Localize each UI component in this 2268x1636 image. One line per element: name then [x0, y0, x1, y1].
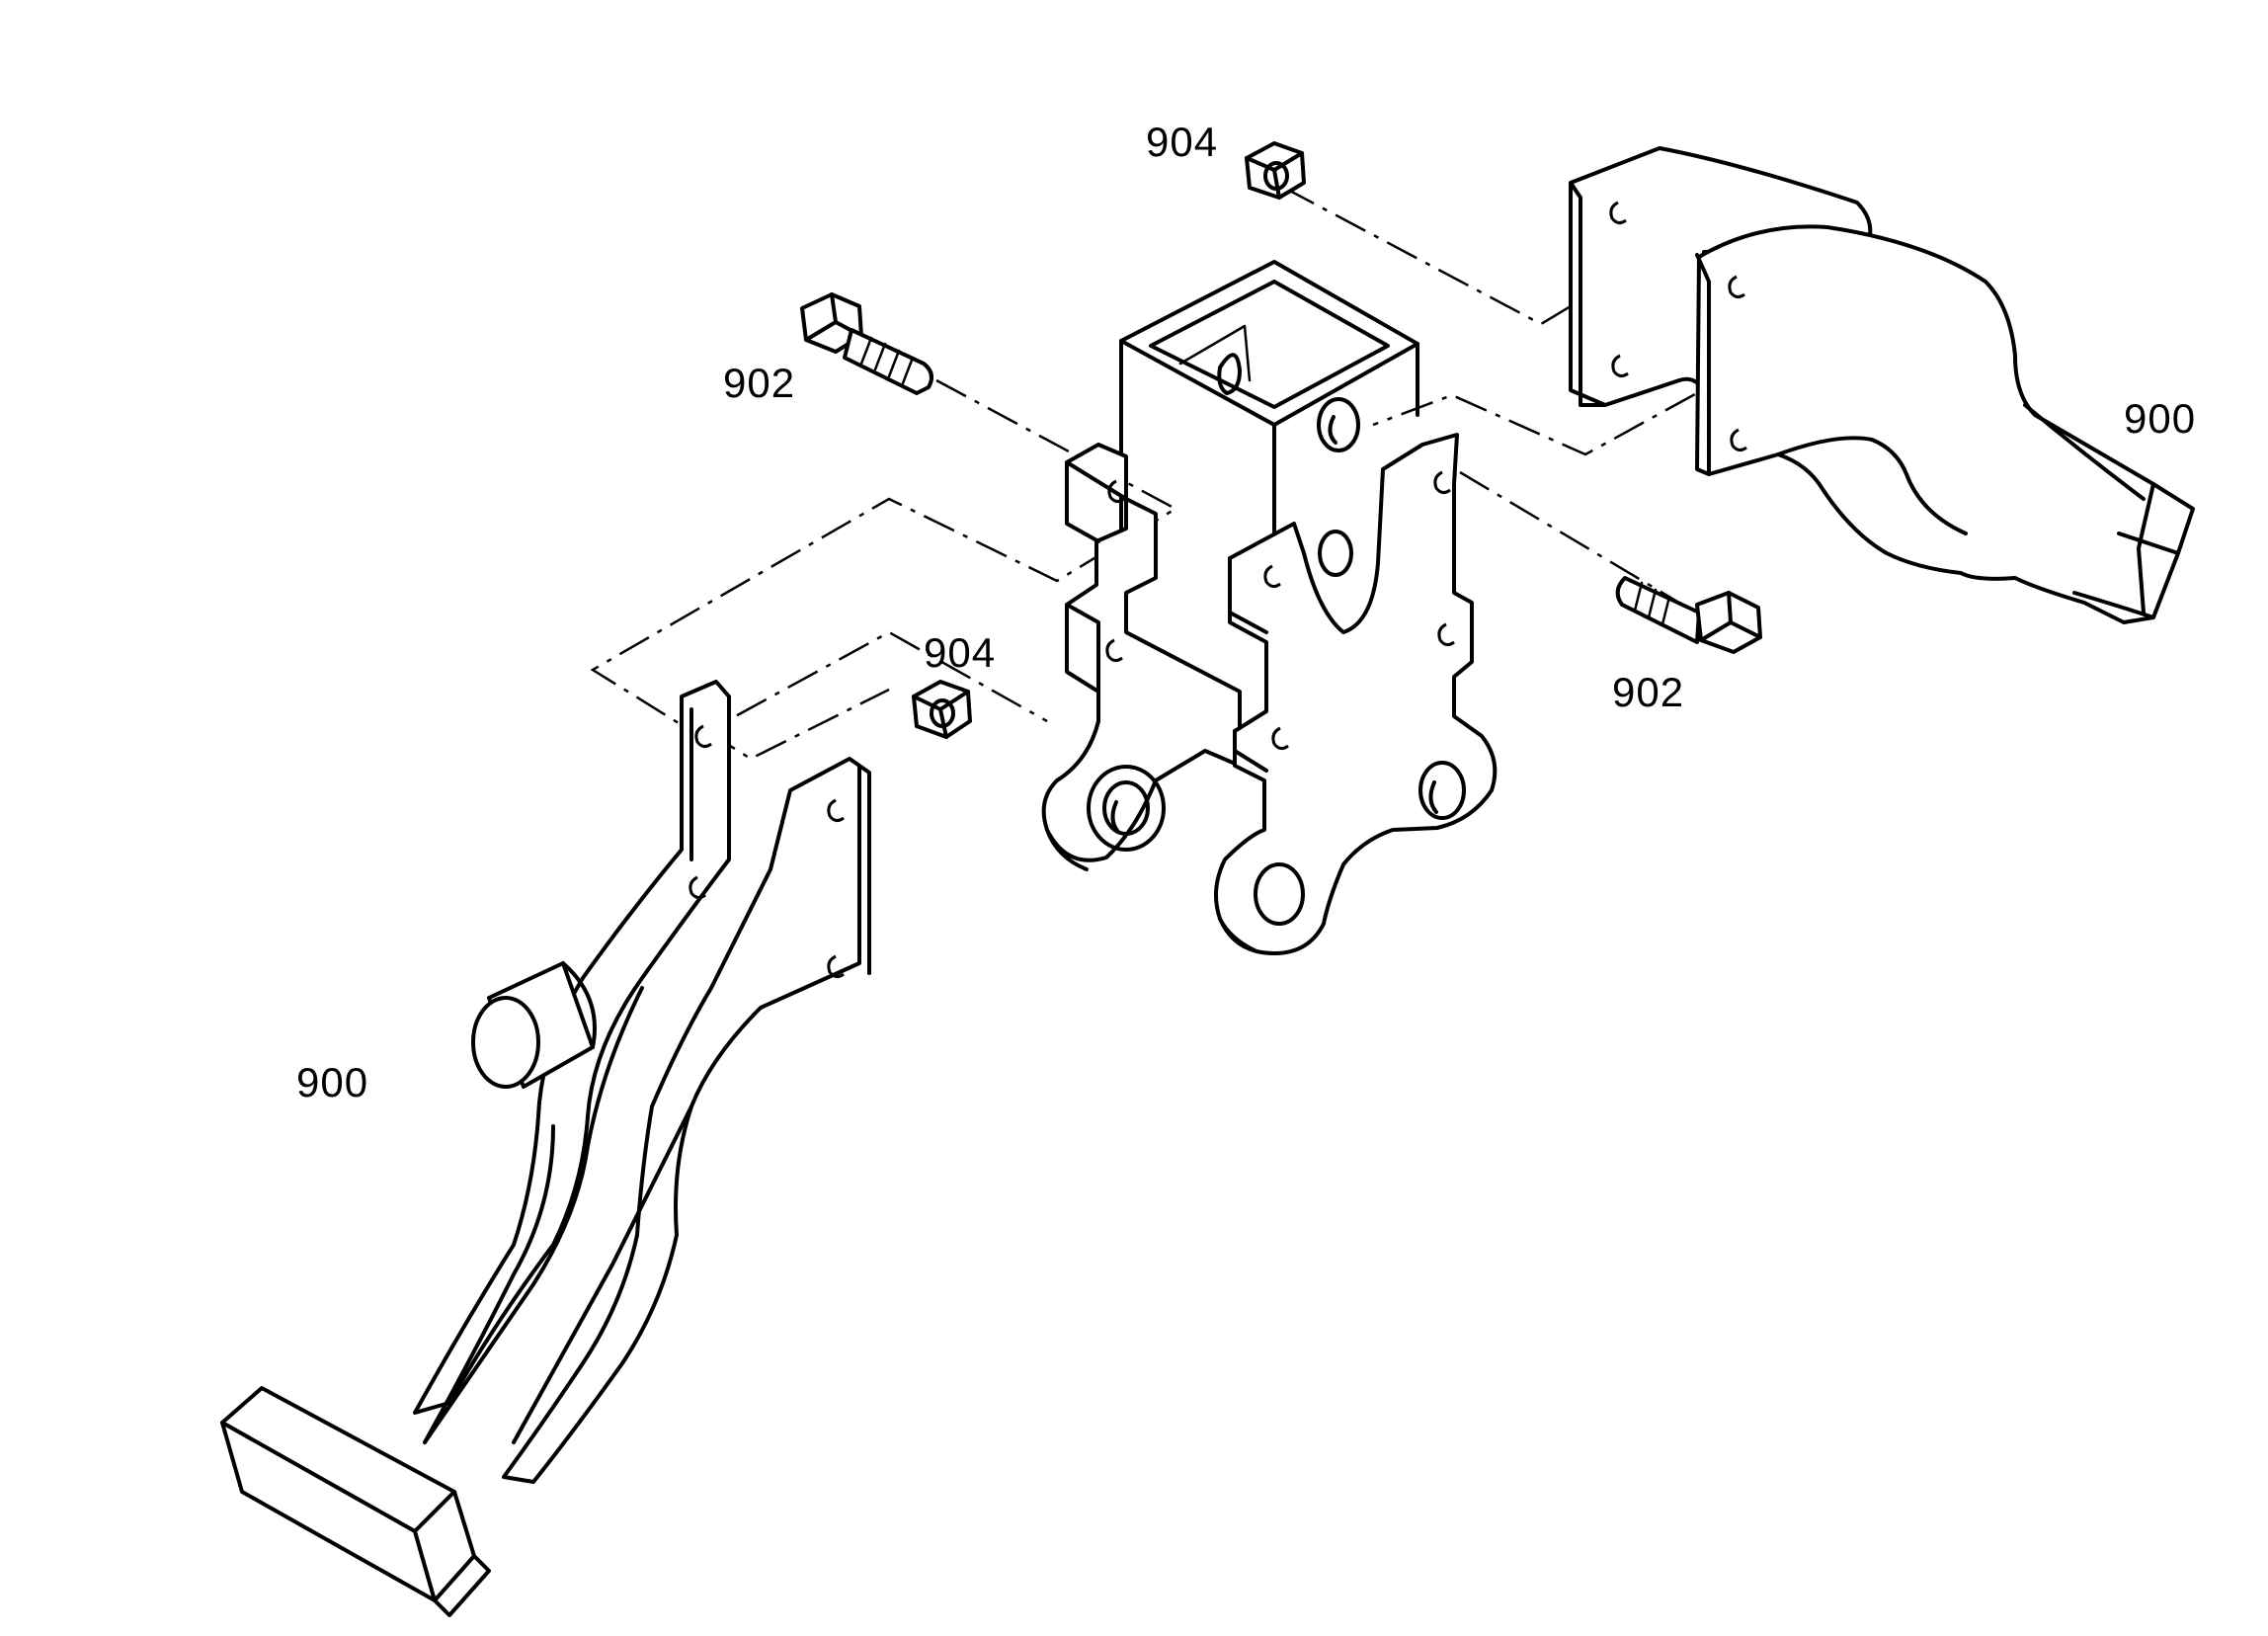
label-bolt-902-left: 902	[723, 360, 795, 406]
label-nut-904-left: 904	[924, 629, 996, 676]
label-bracket-900-right: 900	[2124, 395, 2196, 442]
hex-nut-left	[912, 680, 972, 739]
label-bolt-902-right: 902	[1612, 669, 1684, 715]
center-mount-bracket	[1041, 260, 1498, 955]
label-bracket-900-left: 900	[296, 1059, 368, 1105]
hex-bolt-left	[800, 292, 934, 395]
part-labels: 904 902 900 904 902 900	[296, 119, 2196, 1105]
pedal-bracket-left	[220, 680, 871, 1617]
label-nut-904-top: 904	[1146, 119, 1218, 165]
pedal-bracket-right	[1569, 146, 2195, 624]
hex-bolt-right	[1615, 576, 1762, 654]
hex-nut-top	[1245, 141, 1306, 200]
